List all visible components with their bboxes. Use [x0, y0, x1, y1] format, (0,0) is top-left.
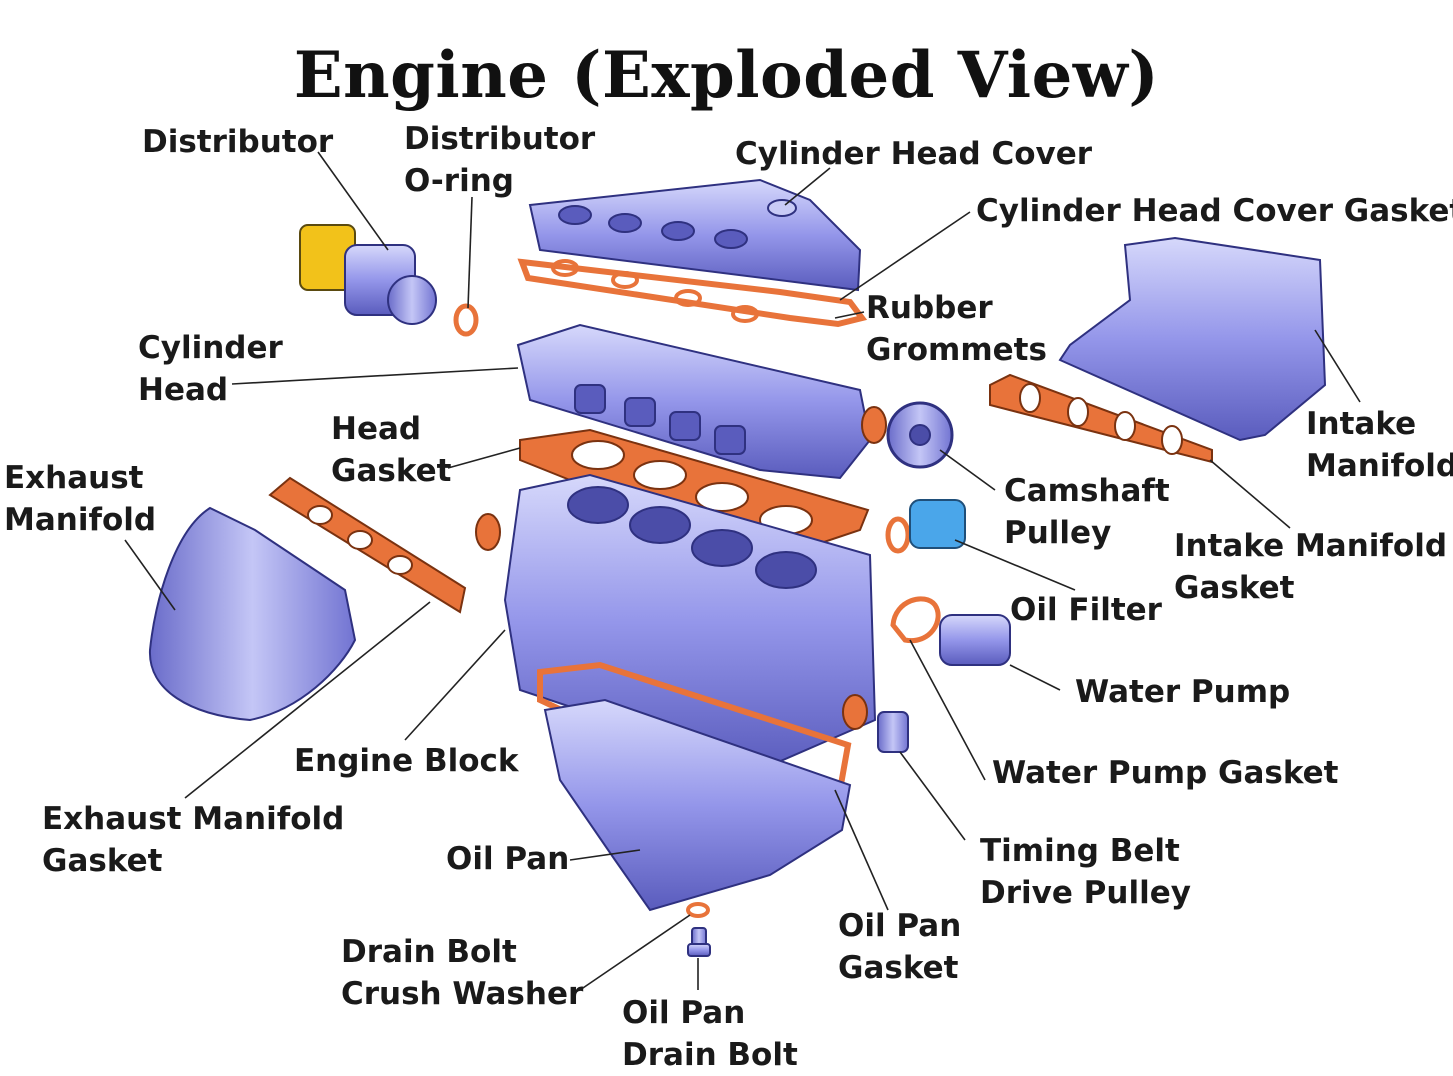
label-intake-manifold: Intake Manifold [1306, 406, 1453, 484]
cylinder-head-part [516, 323, 887, 480]
label-cylinder-head: Cylinder Head [138, 330, 283, 408]
label-oil-pan-gasket: Oil Pan Gasket [838, 908, 962, 986]
label-cylinder-head-cover-gasket: Cylinder Head Cover Gasket [976, 193, 1453, 229]
oil-pan-drain-bolt-part [687, 927, 711, 957]
label-water-pump-gasket: Water Pump Gasket [992, 755, 1339, 791]
label-timing-belt-drive-pulley: Timing Belt Drive Pulley [980, 833, 1191, 911]
label-cylinder-head-cover: Cylinder Head Cover [735, 136, 1093, 172]
rubber-grommets [551, 259, 759, 323]
oil-pan-part [543, 698, 852, 912]
label-camshaft-pulley: Camshaft Pulley [1004, 473, 1170, 551]
label-water-pump: Water Pump [1075, 674, 1291, 710]
distributor-oring-part [453, 303, 479, 337]
label-rubber-grommets: Rubber Grommets [866, 290, 1047, 368]
exhaust-manifold-gasket-part [268, 476, 467, 614]
label-engine-block: Engine Block [294, 743, 519, 779]
label-oil-filter: Oil Filter [1010, 592, 1162, 628]
timing-belt-drive-pulley-part [842, 694, 909, 753]
label-exhaust-manifold: Exhaust Manifold [4, 460, 157, 538]
label-oil-pan: Oil Pan [446, 841, 570, 877]
diagram-title: Engine (Exploded View) [293, 38, 1160, 113]
distributor-part [299, 224, 437, 325]
water-pump-part [890, 596, 1011, 666]
label-oil-pan-drain-bolt: Oil Pan Drain Bolt [622, 995, 798, 1073]
label-distributor-oring: Distributor O-ring [404, 121, 596, 199]
head-gasket-part [519, 428, 870, 562]
label-intake-manifold-gasket: Intake Manifold Gasket [1174, 528, 1448, 606]
leader-lines [124, 151, 1361, 991]
label-exhaust-manifold-gasket: Exhaust Manifold Gasket [42, 801, 345, 879]
label-distributor: Distributor [142, 124, 334, 160]
camshaft-pulley-part [886, 401, 954, 469]
cylinder-head-cover [528, 178, 862, 292]
exhaust-manifold-part [148, 506, 357, 722]
label-head-gasket: Head Gasket [331, 411, 452, 489]
engine-block-part [475, 473, 877, 772]
oil-filter-part [885, 499, 966, 554]
label-drain-bolt-crush-washer: Drain Bolt Crush Washer [341, 934, 584, 1012]
drain-bolt-crush-washer-part [686, 902, 710, 918]
cylinder-head-cover-gasket [517, 258, 868, 328]
intake-manifold-part [989, 236, 1327, 464]
